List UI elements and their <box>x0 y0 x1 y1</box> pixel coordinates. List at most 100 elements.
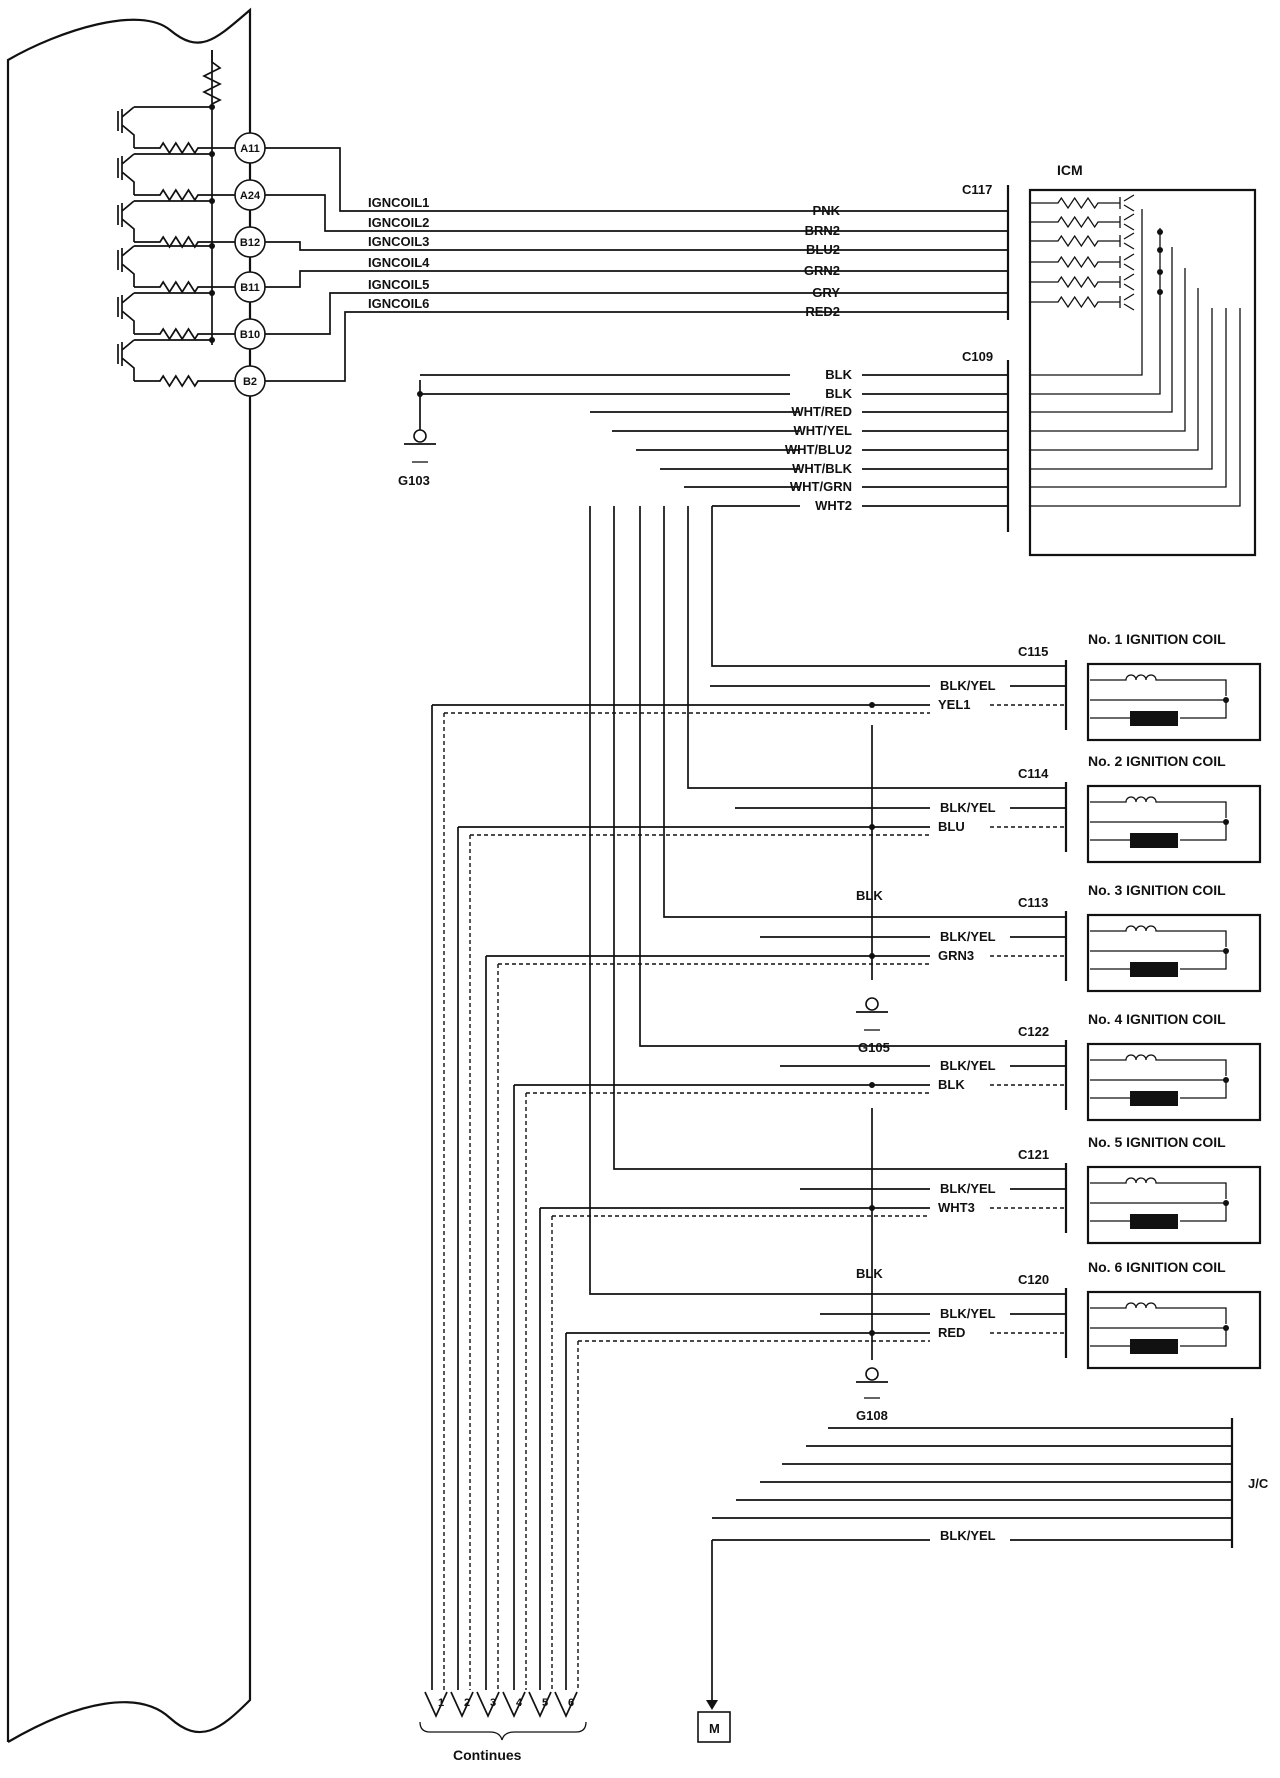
transistor-symbol <box>117 153 135 195</box>
icm-resistor <box>1030 234 1120 248</box>
icm-transistor <box>1119 194 1135 212</box>
coil-wire1-label: BLK/YEL <box>940 929 996 944</box>
ecm-signal-label: IGNCOIL3 <box>368 234 429 249</box>
icm-box <box>1028 188 1257 557</box>
transistor-symbol <box>117 106 135 148</box>
ecm-outline <box>6 7 252 1743</box>
transistor-symbol <box>117 245 135 287</box>
driver-resistor <box>134 327 235 341</box>
coil-core-icon <box>1130 1214 1178 1229</box>
coil-2-box <box>1086 784 1262 864</box>
driver-resistor <box>134 188 235 202</box>
ecm-to-icm-wires <box>265 147 1008 507</box>
g108-label: G108 <box>856 1408 888 1423</box>
driver-resistor <box>134 280 235 294</box>
coil-wire1-label: BLK/YEL <box>940 678 996 693</box>
continues-pin-icon <box>502 1691 526 1719</box>
ecm-driver-group <box>117 104 235 388</box>
connector-label: C114 <box>1018 766 1049 781</box>
continues-pin-label: 3 <box>490 1697 496 1709</box>
coil-wire <box>1090 822 1227 841</box>
ignition-signal-wire-2 <box>265 194 1008 232</box>
junction-dot <box>209 104 215 110</box>
continues-pin-label: 6 <box>568 1697 574 1709</box>
continues-pin-label: 5 <box>542 1697 548 1709</box>
coil-power-wire <box>663 506 1066 918</box>
coil-wire <box>1090 700 1227 719</box>
icm-output-wire-labels: BLKBLKWHT/REDWHT/YELWHT/BLU2WHT/BLKWHT/G… <box>785 367 853 513</box>
icm-output-trace <box>1030 268 1186 432</box>
connector-label: C113 <box>1018 895 1048 910</box>
jc-wire-label: BLK/YEL <box>940 1528 996 1543</box>
ecm-signal-label: IGNCOIL6 <box>368 296 429 311</box>
ignition-signal-wire-6 <box>265 311 1008 382</box>
coil-signal-shield <box>526 1084 1066 1094</box>
coil-wire2-label: GRN3 <box>938 948 974 963</box>
ecm-signal-labels: IGNCOIL1IGNCOIL2IGNCOIL3IGNCOIL4IGNCOIL5… <box>368 195 430 311</box>
coil-core-icon <box>1130 962 1178 977</box>
blk-label-2: BLK <box>856 1266 883 1281</box>
coil-wire2-label: RED <box>938 1325 965 1340</box>
jc-wires <box>712 1427 1232 1541</box>
junction-dot <box>869 702 875 708</box>
coil-winding-icon <box>1090 1177 1227 1199</box>
coil-wire1-label: BLK/YEL <box>940 1181 996 1196</box>
icm-resistor <box>1030 196 1120 210</box>
coil-winding-icon <box>1090 1302 1227 1324</box>
coil-wire1-label: BLK/YEL <box>940 800 996 815</box>
g103-label: G103 <box>398 473 430 488</box>
connector-c109-label: C109 <box>962 349 993 364</box>
coil-signal-shield <box>444 704 1066 714</box>
blk-label-1: BLK <box>856 888 883 903</box>
icm-internal-circuit <box>1030 194 1241 507</box>
continues-pin-icon <box>450 1691 474 1719</box>
icm-output-trace <box>1030 308 1227 488</box>
coil-6-title: No. 6 IGNITION COIL <box>1088 1259 1226 1275</box>
coil-wire2-label: YEL1 <box>938 697 971 712</box>
coil-wire <box>1090 1328 1227 1347</box>
coil-wire2-label: BLK <box>938 1077 965 1092</box>
icm-output-label: WHT/YEL <box>794 423 853 438</box>
ignition-signal-wire-1 <box>265 147 1008 212</box>
transistor-symbol <box>117 292 135 334</box>
m-box <box>697 1711 731 1743</box>
continues-brace <box>419 1721 587 1741</box>
ecm-signal-label: IGNCOIL2 <box>368 215 429 230</box>
g105-label: G105 <box>858 1040 890 1055</box>
icm-output-trace <box>1030 308 1213 470</box>
icm-output-label: WHT/GRN <box>790 479 852 494</box>
transistor-symbol <box>117 200 135 242</box>
junction-dot <box>209 243 215 249</box>
ecm-pin-label: B2 <box>243 376 257 388</box>
junction-dot <box>209 198 215 204</box>
coil-wire1-label: BLK/YEL <box>940 1306 996 1321</box>
continues-pin-icon <box>528 1691 552 1719</box>
motor-label: M <box>709 1721 720 1736</box>
coil-1-title: No. 1 IGNITION COIL <box>1088 631 1226 647</box>
icm-input-label: RED2 <box>805 304 840 319</box>
icm-resistor <box>1030 275 1120 289</box>
continues-label: Continues <box>453 1747 522 1763</box>
continues-pin-label: 4 <box>516 1697 523 1709</box>
junction-dot <box>209 151 215 157</box>
icm-input-label: BRN2 <box>805 223 840 238</box>
junction-dot <box>869 1082 875 1088</box>
coil-power-wire <box>589 506 1066 1295</box>
junction-dot <box>209 290 215 296</box>
continues-pin-label: 2 <box>464 1697 470 1709</box>
coil-wire2-label: WHT3 <box>938 1200 975 1215</box>
junction-dot <box>209 337 215 343</box>
coil-core-icon <box>1130 1339 1178 1354</box>
icm-output-label: BLK <box>825 386 852 401</box>
icm-output-label: WHT/BLK <box>792 461 853 476</box>
icm-input-label: GRY <box>812 285 840 300</box>
icm-resistor <box>1030 255 1120 269</box>
coil-signal-shield <box>498 955 1066 965</box>
coil-signal-shield <box>470 826 1066 836</box>
icm-label: ICM <box>1057 162 1083 178</box>
continues-pin-icon <box>554 1691 578 1719</box>
coil-core-icon <box>1130 711 1178 726</box>
